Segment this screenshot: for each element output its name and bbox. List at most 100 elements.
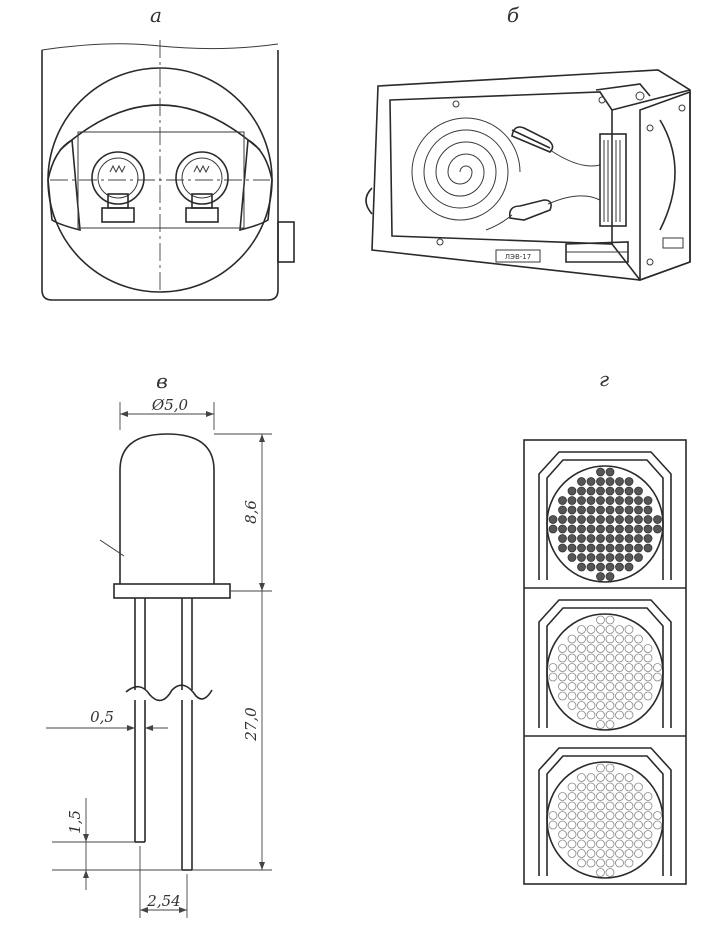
- led-dot-unlit: [586, 625, 596, 634]
- dim-dome-height: 8,6: [242, 500, 260, 524]
- led-dot-lit: [567, 486, 577, 496]
- led-dot-lit: [643, 524, 653, 534]
- led-dot-unlit: [548, 672, 558, 682]
- signal-section-3: [538, 747, 672, 879]
- led-dot-unlit: [586, 858, 596, 868]
- led-dot-lit: [577, 486, 586, 496]
- led-dot-unlit: [558, 792, 567, 801]
- led-dot-unlit: [643, 792, 653, 801]
- led-dot-unlit: [615, 858, 624, 868]
- led-dot-unlit: [596, 801, 605, 811]
- led-dot-unlit: [615, 801, 624, 811]
- led-dot-unlit: [577, 710, 586, 720]
- led-dot-unlit: [577, 792, 586, 801]
- led-dot-unlit: [567, 811, 577, 820]
- led-dot-unlit: [577, 701, 586, 710]
- led-dot-unlit: [624, 849, 634, 858]
- led-dot-unlit: [577, 663, 586, 672]
- led-dot-lit: [596, 524, 605, 534]
- led-dot-lit: [624, 486, 634, 496]
- led-dot-unlit: [558, 830, 567, 839]
- led-dot-unlit: [577, 811, 586, 820]
- led-dot-unlit: [596, 782, 605, 792]
- led-dot-lit: [605, 534, 615, 543]
- led-dot-lit: [634, 543, 643, 553]
- led-dot-unlit: [596, 653, 605, 663]
- led-dot-unlit: [586, 801, 596, 811]
- led-dot-unlit: [596, 634, 605, 644]
- led-dot-unlit: [577, 634, 586, 644]
- led-dot-unlit: [596, 720, 605, 729]
- led-dot-lit: [558, 524, 567, 534]
- led-dot-unlit: [624, 672, 634, 682]
- led-dot-unlit: [653, 820, 662, 830]
- led-dot-lit: [615, 562, 624, 572]
- led-dot-unlit: [624, 653, 634, 663]
- led-dot-unlit: [643, 820, 653, 830]
- led-dot-unlit: [634, 644, 643, 653]
- led-dot-unlit: [653, 663, 662, 672]
- led-dot-unlit: [586, 782, 596, 792]
- led-dot-lit: [558, 496, 567, 505]
- led-dot-lit: [643, 496, 653, 505]
- transformer-icon: [599, 133, 627, 227]
- led-dot-unlit: [634, 701, 643, 710]
- break-line: [125, 684, 213, 702]
- led-dot-unlit: [615, 710, 624, 720]
- led-dot-lit: [567, 553, 577, 562]
- led-dot-lit: [605, 572, 615, 581]
- led-dot-unlit: [605, 615, 615, 625]
- led-dot-unlit: [596, 615, 605, 625]
- led-dot-unlit: [605, 792, 615, 801]
- panel-v-led-drawing: в Ø5,0: [46, 369, 272, 918]
- led-dot-unlit: [586, 792, 596, 801]
- led-dome: [119, 433, 215, 584]
- led-dot-unlit: [596, 625, 605, 634]
- led-dot-lit: [624, 553, 634, 562]
- led-dot-lit: [624, 515, 634, 524]
- led-dot-unlit: [548, 811, 558, 820]
- led-dot-unlit: [558, 682, 567, 691]
- led-dot-lit: [624, 562, 634, 572]
- led-dot-unlit: [567, 634, 577, 644]
- led-dot-unlit: [567, 644, 577, 653]
- led-dot-unlit: [643, 801, 653, 811]
- led-dot-lit: [586, 524, 596, 534]
- dim-lead-width: 0,5: [90, 708, 114, 726]
- led-dot-unlit: [596, 763, 605, 773]
- visor-right: [239, 138, 273, 232]
- led-dot-unlit: [577, 653, 586, 663]
- led-dot-unlit: [605, 801, 615, 811]
- led-dot-lit: [577, 505, 586, 515]
- led-dot-unlit: [596, 830, 605, 839]
- led-dot-unlit: [567, 653, 577, 663]
- led-dot-unlit: [558, 820, 567, 830]
- led-dot-unlit: [624, 811, 634, 820]
- led-dot-lit: [596, 553, 605, 562]
- led-dot-lit: [605, 477, 615, 486]
- led-lead-left: [134, 598, 146, 843]
- led-dot-lit: [624, 524, 634, 534]
- led-dot-unlit: [634, 839, 643, 849]
- led-dot-unlit: [586, 839, 596, 849]
- dim-lead-pitch: 2,54: [146, 892, 180, 910]
- led-dot-lit: [643, 515, 653, 524]
- led-dot-unlit: [615, 682, 624, 691]
- led-dot-unlit: [634, 811, 643, 820]
- led-dot-unlit: [558, 811, 567, 820]
- led-dot-unlit: [643, 839, 653, 849]
- led-dot-unlit: [624, 830, 634, 839]
- led-dot-unlit: [605, 820, 615, 830]
- led-dot-unlit: [624, 710, 634, 720]
- led-dot-unlit: [596, 682, 605, 691]
- led-dot-lit: [567, 505, 577, 515]
- led-dot-unlit: [567, 830, 577, 839]
- bulb-right-icon: [175, 151, 229, 223]
- signal-visor: [538, 451, 672, 580]
- led-dot-lit: [605, 515, 615, 524]
- led-dot-unlit: [615, 644, 624, 653]
- led-dot-lit: [615, 486, 624, 496]
- led-dot-unlit: [596, 820, 605, 830]
- led-dot-unlit: [586, 634, 596, 644]
- led-dot-unlit: [596, 858, 605, 868]
